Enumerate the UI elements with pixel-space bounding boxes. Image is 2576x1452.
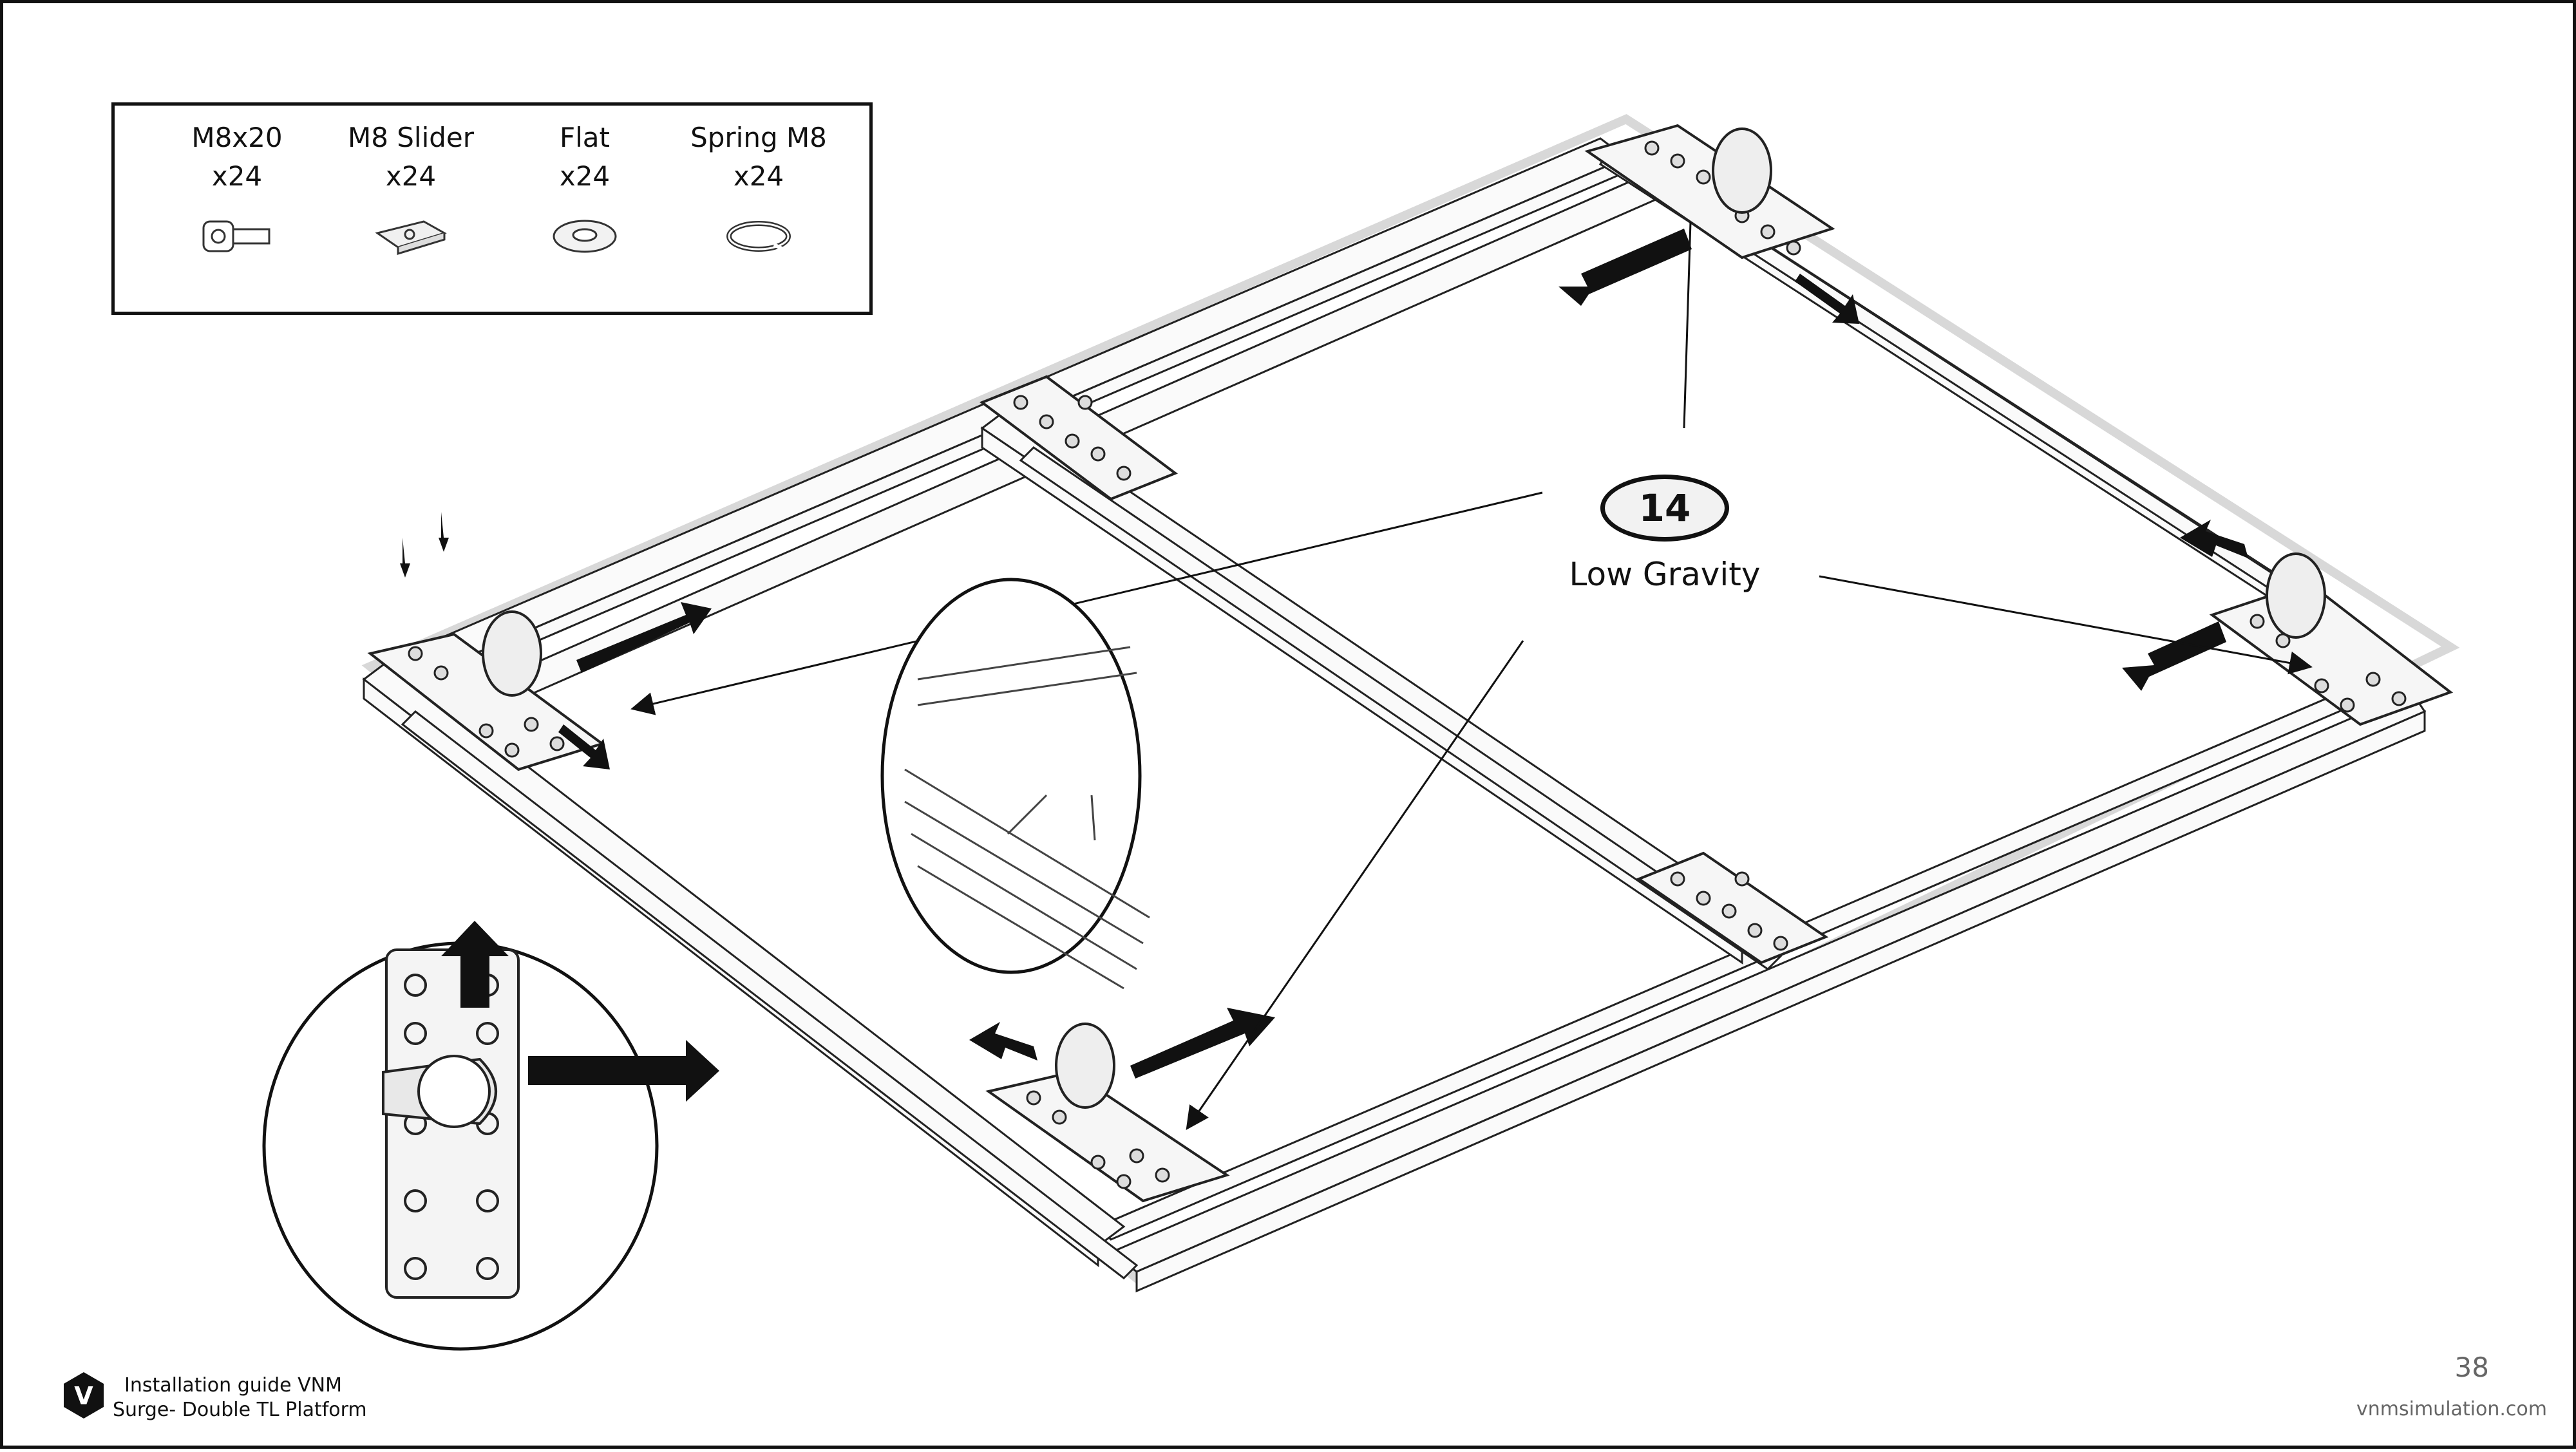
- part-qty: x24: [385, 160, 437, 192]
- platform-assembly-drawing: [262, 114, 2460, 1351]
- part-name: M8 Slider: [347, 122, 475, 153]
- caster-wheels: [482, 127, 2326, 1109]
- detail-caster-plate: [382, 948, 520, 1299]
- website-link[interactable]: vnmsimulation.com: [2356, 1398, 2547, 1420]
- step-label: Low Gravity: [1569, 556, 1761, 593]
- footer-line-1: Installation guide VNM: [124, 1374, 342, 1397]
- part-qty: x24: [211, 160, 263, 192]
- part-spring-washer: Spring M8 x24: [675, 118, 842, 259]
- logo-letter: V: [74, 1382, 93, 1410]
- bolt-icon: [202, 220, 270, 252]
- part-qty: x24: [559, 160, 611, 192]
- part-qty: x24: [733, 160, 784, 192]
- direction-arrows: [400, 229, 2248, 1079]
- part-name: Flat: [559, 122, 611, 153]
- detail-slider-hatching: [904, 646, 1150, 990]
- part-name: M8x20: [191, 122, 283, 153]
- callout-leader-lines: [630, 222, 2313, 1130]
- footer-line-2: Surge- Double TL Platform: [113, 1399, 367, 1421]
- part-slider: M8 Slider x24: [327, 118, 495, 259]
- slider-nut-icon: [375, 220, 447, 256]
- flat-washer-icon: [553, 220, 617, 253]
- plate-bolts: [408, 140, 2407, 1189]
- page-number: 38: [2454, 1352, 2489, 1383]
- parts-list-box: M8x20 x24 M8 Slider x24 Flat x24: [111, 102, 873, 315]
- detail-caster-arrows: [441, 921, 719, 1102]
- part-name: Spring M8: [690, 122, 827, 153]
- part-flat-washer: Flat x24: [501, 118, 668, 259]
- vnm-logo-icon: V: [64, 1372, 104, 1419]
- detail-circle-slider: [880, 578, 1142, 974]
- part-bolt: M8x20 x24: [153, 118, 321, 259]
- spring-washer-icon: [726, 221, 791, 252]
- footer-document-title: Installation guide VNM Surge- Double TL …: [113, 1373, 367, 1422]
- step-number-badge: 14: [1600, 475, 1729, 542]
